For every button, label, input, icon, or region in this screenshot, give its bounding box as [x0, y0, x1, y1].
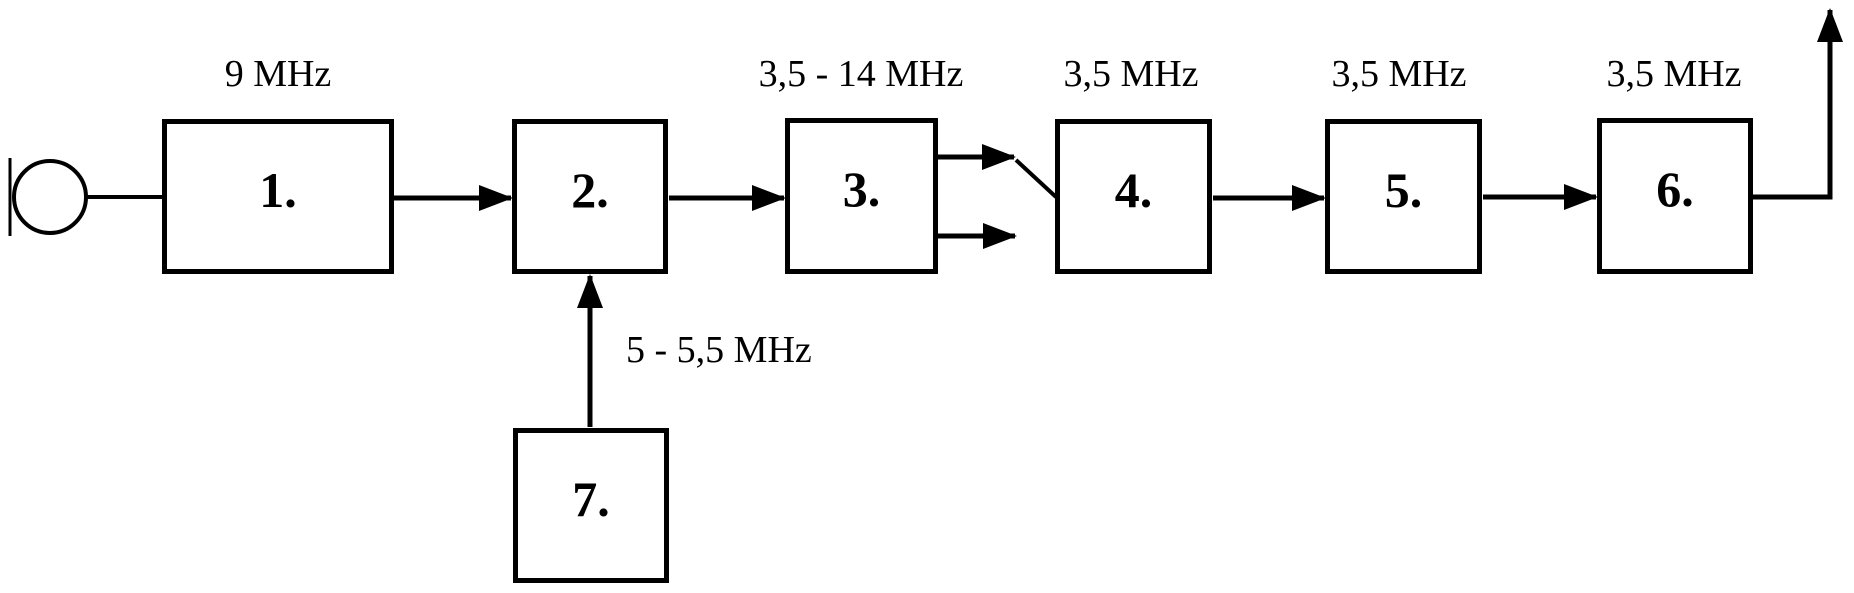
- block-1-label: 1.: [259, 161, 297, 218]
- freq-label-block-1: 9 MHz: [224, 53, 332, 95]
- freq-label-block-3: 3,5 - 14 MHz: [758, 53, 964, 95]
- block-3: 3.: [785, 118, 938, 274]
- oscillator-output-label: 5 - 5,5 MHz: [626, 329, 812, 371]
- block-4: 4.: [1055, 119, 1212, 274]
- freq-label-block-4: 3,5 MHz: [1063, 53, 1199, 95]
- block-6: 6.: [1597, 118, 1753, 274]
- block-6-label: 6.: [1656, 161, 1694, 217]
- freq-label-block-5: 3,5 MHz: [1331, 53, 1467, 95]
- block-5-label: 5.: [1384, 161, 1423, 218]
- block-7: 7.: [513, 428, 669, 583]
- block-3-label: 3.: [842, 161, 881, 217]
- block-2-label: 2.: [571, 161, 609, 218]
- freq-label-block-6: 3,5 MHz: [1606, 53, 1742, 95]
- block-1: 1.: [162, 119, 394, 274]
- microphone-icon: [8, 158, 162, 236]
- block-2: 2.: [512, 119, 668, 274]
- antenna-output-arrow: [1753, 8, 1843, 200]
- block-5: 5.: [1325, 119, 1482, 274]
- block-4-label: 4.: [1114, 161, 1153, 218]
- block-7-label: 7.: [572, 470, 610, 527]
- switch-blade-icon: [1014, 158, 1058, 199]
